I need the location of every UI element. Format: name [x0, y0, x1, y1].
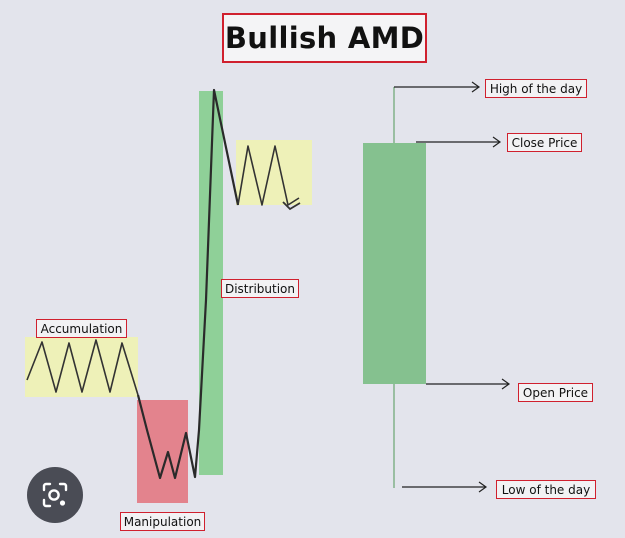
high-of-day-label: High of the day [485, 79, 587, 98]
image-search-button[interactable] [27, 467, 83, 523]
accumulation-label: Accumulation [36, 319, 127, 338]
diagram-title: Bullish AMD [224, 21, 425, 55]
consolidation-price-line [237, 145, 300, 206]
low-of-day-label: Low of the day [496, 480, 596, 499]
close-price-label: Close Price [507, 133, 582, 152]
accumulation-price-line [26, 339, 139, 396]
image-search-icon [42, 482, 68, 508]
title-box: Bullish AMD [222, 13, 427, 63]
distribution-label: Distribution [221, 279, 299, 298]
manipulation-label: Manipulation [120, 512, 205, 531]
manipulation-zone [137, 400, 188, 503]
impulse-price-line [136, 88, 240, 480]
open-price-label: Open Price [518, 383, 593, 402]
arrowhead [282, 201, 301, 211]
candle-body [363, 143, 426, 384]
